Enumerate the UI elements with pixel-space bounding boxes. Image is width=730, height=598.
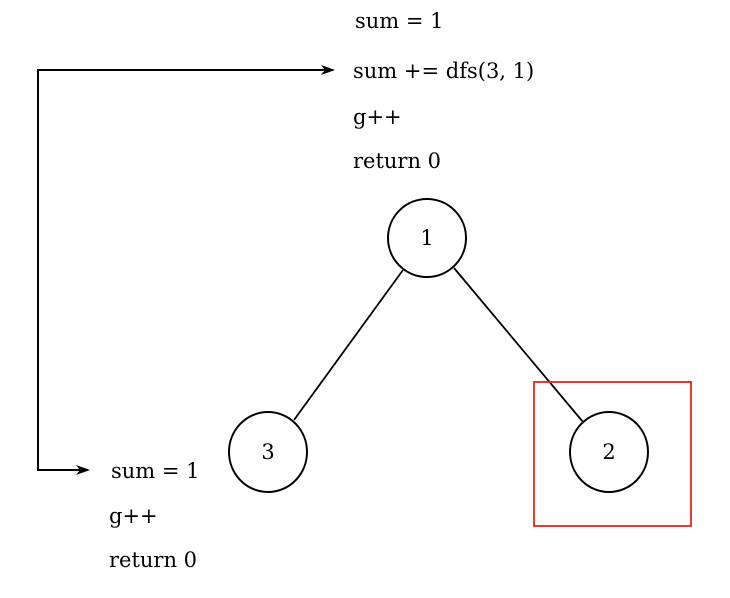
node-1: 1: [387, 198, 467, 278]
code-line: g++: [353, 105, 402, 129]
node-label: 3: [261, 440, 274, 464]
node-3: 3: [228, 411, 308, 493]
code-line: g++: [109, 504, 158, 528]
code-line: sum = 1: [111, 459, 200, 483]
edge-1-2: [453, 267, 584, 423]
code-line: return 0: [353, 149, 441, 173]
node-label: 2: [602, 440, 615, 464]
top-code-block: sum = 1 sum += dfs(3, 1) g++ return 0: [353, 9, 534, 173]
edge-1-3: [293, 269, 404, 421]
node-label: 1: [420, 226, 433, 250]
node-2: 2: [569, 411, 649, 493]
bottom-code-block: sum = 1 g++ return 0: [109, 459, 200, 572]
highlight-box: [533, 381, 692, 527]
code-line: sum = 1: [355, 9, 444, 33]
return-arrow: [37, 65, 335, 475]
arrowhead-bottom-icon: [76, 465, 90, 475]
code-line: return 0: [109, 548, 197, 572]
code-line: sum += dfs(3, 1): [353, 59, 534, 83]
arrowhead-top-icon: [321, 65, 335, 75]
arrow-path: [37, 69, 333, 471]
